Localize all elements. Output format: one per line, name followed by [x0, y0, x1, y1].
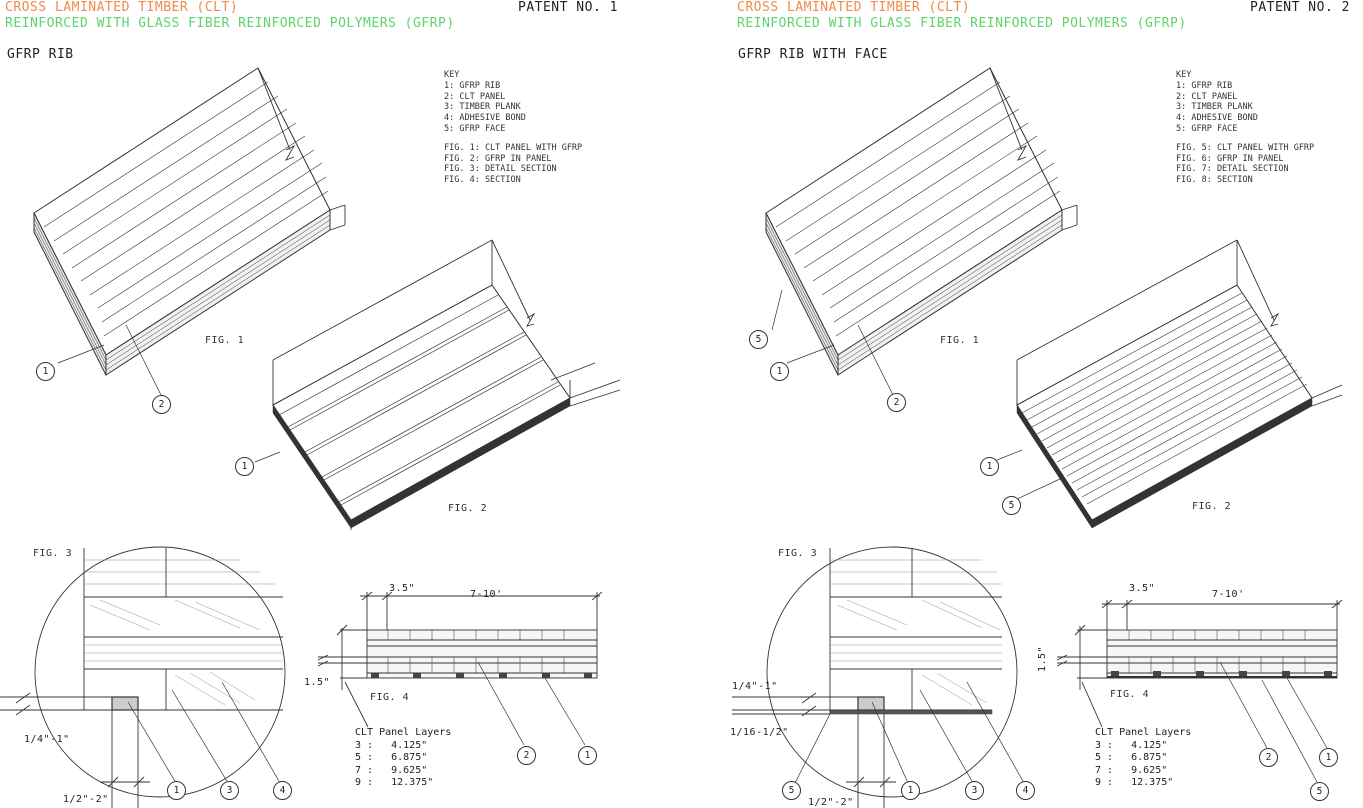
callout-marker: 5: [1002, 496, 1021, 515]
callout-marker: 2: [517, 746, 536, 765]
fig2-gfrp-in-panel: [254, 239, 621, 530]
fig1-label: FIG. 1: [205, 335, 245, 346]
callout-marker: 1: [36, 362, 55, 381]
key-item: 3: TIMBER PLANK: [1176, 102, 1253, 113]
key-title: KEY: [444, 70, 460, 80]
callout-marker: 5: [1310, 782, 1329, 801]
callout-marker: 2: [1259, 748, 1278, 767]
title-line-2: REINFORCED WITH GLASS FIBER REINFORCED P…: [5, 16, 455, 31]
sheet-subtitle: GFRP RIB: [7, 47, 74, 62]
callout-marker: 1: [1319, 748, 1338, 767]
callout-marker: 3: [220, 781, 239, 800]
dim-rib-width: 1/2"-2": [808, 797, 854, 808]
fig3-label: FIG. 3: [778, 548, 818, 559]
key-legend: KEY 1: GFRP RIB 2: CLT PANEL 3: TIMBER P…: [1176, 70, 1314, 186]
title-line-1: CROSS LAMINATED TIMBER (CLT): [5, 0, 239, 15]
layer-row: 7 : 9.625": [355, 764, 428, 776]
layer-row: 3 : 4.125": [355, 739, 428, 751]
callout-marker: 2: [152, 395, 171, 414]
callout-marker: 3: [965, 781, 984, 800]
fig2-gfrp-in-panel-with-face: [991, 239, 1343, 529]
dim-face-thickness: 1/16-1/2": [730, 727, 789, 738]
patent-sheet-1: CROSS LAMINATED TIMBER (CLT) REINFORCED …: [0, 0, 681, 808]
fig-list-item: FIG. 5: CLT PANEL WITH GFRP: [1176, 142, 1315, 153]
fig4-section-with-face: [1056, 599, 1343, 783]
callout-marker: 1: [980, 457, 999, 476]
key-title: KEY: [1176, 70, 1192, 80]
dim-plank-width: 3.5": [389, 583, 416, 594]
layer-row: 9 : 12.375": [1095, 777, 1174, 788]
dim-height: 1.5": [304, 677, 331, 688]
patent-number: PATENT NO. 2: [1250, 0, 1350, 15]
key-item: 4: ADHESIVE BOND: [444, 113, 526, 124]
dim-span: 7-10': [470, 589, 503, 600]
dim-rib-depth: 1/4"-1": [732, 681, 778, 692]
callout-marker: 4: [1016, 781, 1035, 800]
fig4-label: FIG. 4: [1110, 689, 1150, 700]
callout-marker: 1: [235, 457, 254, 476]
sheet-subtitle: GFRP RIB WITH FACE: [738, 47, 888, 62]
fig-list-item: FIG. 7: DETAIL SECTION: [1176, 164, 1289, 175]
drawing-canvas: [732, 67, 1343, 808]
fig-list-item: FIG. 1: CLT PANEL WITH GFRP: [444, 142, 583, 153]
fig4-label: FIG. 4: [370, 692, 410, 703]
fig1-clt-panel: [33, 67, 346, 398]
layer-row: 5 : 6.875": [355, 752, 428, 763]
dim-rib-depth: 1/4"-1": [24, 734, 70, 745]
key-item: 5: GFRP FACE: [444, 123, 506, 134]
layer-row: 5 : 6.875": [1095, 752, 1168, 763]
fig1-label: FIG. 1: [940, 335, 980, 346]
layer-row: 3 : 4.125": [1095, 739, 1168, 751]
fig3-detail-section-with-face: [732, 546, 1025, 808]
fig3-detail-section: [0, 546, 286, 808]
dim-plank-width: 3.5": [1129, 583, 1156, 594]
fig2-label: FIG. 2: [448, 503, 488, 514]
fig1-clt-panel-with-face: [765, 67, 1078, 398]
callout-marker: 1: [770, 362, 789, 381]
dim-span: 7-10': [1212, 589, 1245, 600]
fig-list-item: FIG. 2: GFRP IN PANEL: [444, 153, 552, 164]
patent-number: PATENT NO. 1: [518, 0, 618, 15]
drawing-canvas: [0, 67, 621, 808]
fig2-label: FIG. 2: [1192, 501, 1232, 512]
key-legend: KEY 1: GFRP RIB 2: CLT PANEL 3: TIMBER P…: [444, 70, 582, 186]
dim-height: 1.5": [1037, 645, 1048, 672]
layer-row: 7 : 9.625": [1095, 764, 1168, 776]
key-item: 5: GFRP FACE: [1176, 123, 1238, 134]
layers-title: CLT Panel Layers: [1095, 727, 1192, 738]
fig4-section: [317, 591, 603, 746]
dim-rib-width: 1/2"-2": [63, 794, 109, 805]
fig-list-item: FIG. 6: GFRP IN PANEL: [1176, 153, 1284, 164]
key-item: 4: ADHESIVE BOND: [1176, 113, 1258, 124]
key-item: 2: CLT PANEL: [444, 91, 506, 102]
callout-marker: 4: [273, 781, 292, 800]
callout-marker: 1: [167, 781, 186, 800]
title-line-1: CROSS LAMINATED TIMBER (CLT): [737, 0, 971, 15]
fig-list-item: FIG. 4: SECTION: [444, 175, 521, 186]
key-item: 1: GFRP RIB: [444, 80, 501, 91]
callout-marker: 1: [578, 746, 597, 765]
callout-marker: 5: [749, 330, 768, 349]
callout-marker: 2: [887, 393, 906, 412]
key-item: 1: GFRP RIB: [1176, 80, 1233, 91]
layer-row: 9 : 12.375": [355, 777, 434, 788]
callout-marker: 5: [782, 781, 801, 800]
key-item: 3: TIMBER PLANK: [444, 102, 521, 113]
fig-list-item: FIG. 3: DETAIL SECTION: [444, 164, 557, 175]
title-line-2: REINFORCED WITH GLASS FIBER REINFORCED P…: [737, 16, 1187, 31]
layers-title: CLT Panel Layers: [355, 727, 452, 738]
key-item: 2: CLT PANEL: [1176, 91, 1238, 102]
patent-sheet-2: CROSS LAMINATED TIMBER (CLT) REINFORCED …: [682, 0, 1363, 808]
callout-marker: 1: [901, 781, 920, 800]
fig-list-item: FIG. 8: SECTION: [1176, 175, 1253, 186]
fig3-label: FIG. 3: [33, 548, 73, 559]
